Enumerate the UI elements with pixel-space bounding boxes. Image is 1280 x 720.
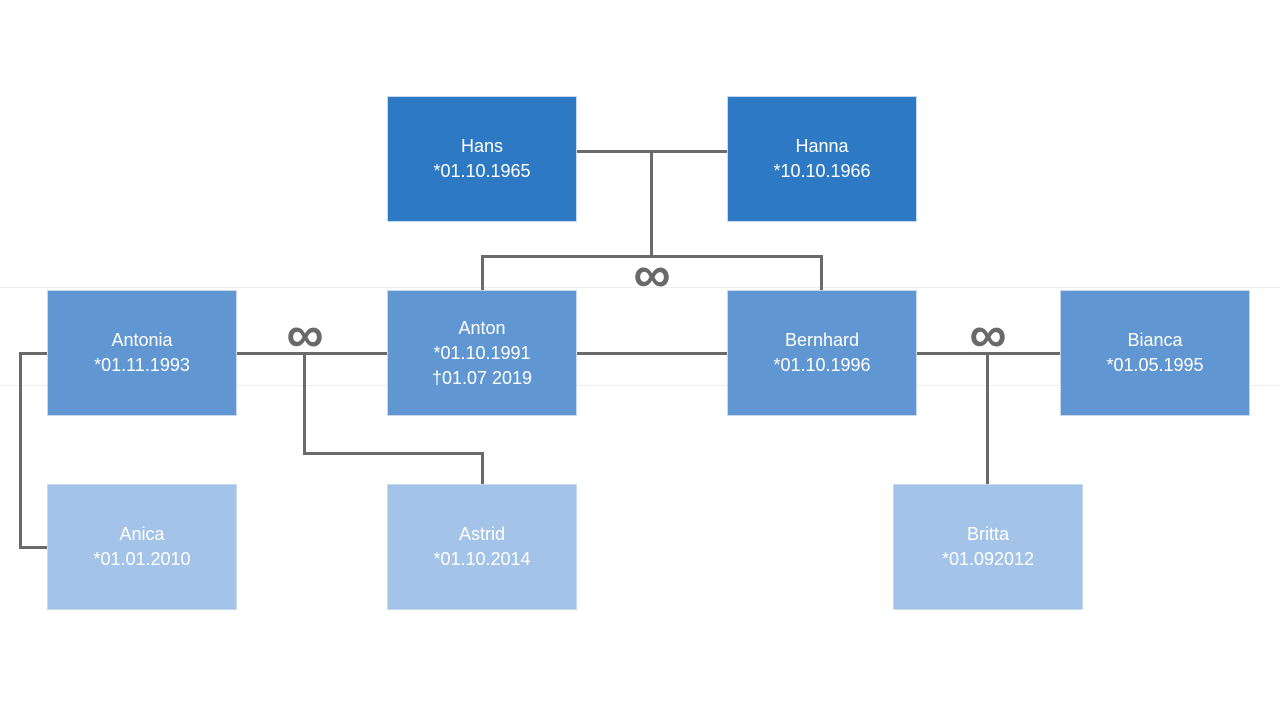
edge-drop-to-anton [481, 255, 484, 290]
person-name: Hanna [795, 136, 849, 156]
background-gridline [0, 385, 1280, 386]
person-name: Hans [460, 136, 504, 156]
person-card-antonia[interactable]: Antonia *01.11.1993 [47, 290, 237, 416]
person-name: Anton [458, 317, 506, 338]
infinity-marriage-icon: ∞ [286, 305, 324, 364]
edge-sibling-anton-bernhard [577, 352, 727, 355]
person-birth: *01.05.1995 [1106, 355, 1204, 375]
person-card-anton[interactable]: Anton *01.10.1991 †01.07 2019 [387, 290, 577, 416]
person-name: Antonia [111, 330, 173, 350]
person-birth: *10.10.1966 [773, 161, 871, 181]
person-name: Anica [119, 524, 165, 544]
edge-drop-to-astrid [481, 452, 484, 484]
person-card-astrid[interactable]: Astrid *01.10.2014 [387, 484, 577, 610]
person-card-britta[interactable]: Britta *01.092012 [893, 484, 1083, 610]
person-name: Bianca [1127, 330, 1183, 350]
person-name: Bernhard [784, 330, 860, 350]
person-birth: *01.10.1991 [433, 342, 531, 363]
infinity-marriage-icon: ∞ [969, 305, 1007, 364]
edge-antonia-left-stub [19, 352, 47, 355]
edge-drop-antonia-anton [303, 352, 306, 455]
edge-marriage-antonia-anton [237, 352, 387, 355]
person-birth: *01.10.1996 [773, 355, 871, 375]
background-gridline [0, 287, 1280, 288]
person-birth: *01.11.1993 [94, 355, 190, 375]
person-card-hanna[interactable]: Hanna *10.10.1966 [727, 96, 917, 222]
person-card-anica[interactable]: Anica *01.01.2010 [47, 484, 237, 610]
edge-elbow-to-astrid [303, 452, 484, 455]
person-card-hans[interactable]: Hans *01.10.1965 [387, 96, 577, 222]
person-name: Astrid [458, 524, 505, 544]
person-birth: *01.092012 [941, 549, 1035, 569]
edge-into-anica [19, 546, 47, 549]
person-death: †01.07 2019 [431, 367, 533, 388]
infinity-marriage-icon: ∞ [633, 245, 671, 304]
edge-children-bar-hans-hanna [481, 255, 823, 258]
person-birth: *01.10.1965 [433, 161, 531, 181]
person-birth: *01.01.2010 [93, 549, 191, 569]
person-name: Britta [966, 524, 1009, 544]
edge-drop-to-britta [986, 352, 989, 484]
edge-antonia-anica-vertical [19, 352, 22, 549]
person-card-bernhard[interactable]: Bernhard *01.10.1996 [727, 290, 917, 416]
person-card-bianca[interactable]: Bianca *01.05.1995 [1060, 290, 1250, 416]
edge-drop-hans-hanna [650, 150, 653, 258]
edge-drop-to-bernhard [820, 255, 823, 290]
person-birth: *01.10.2014 [433, 549, 531, 569]
